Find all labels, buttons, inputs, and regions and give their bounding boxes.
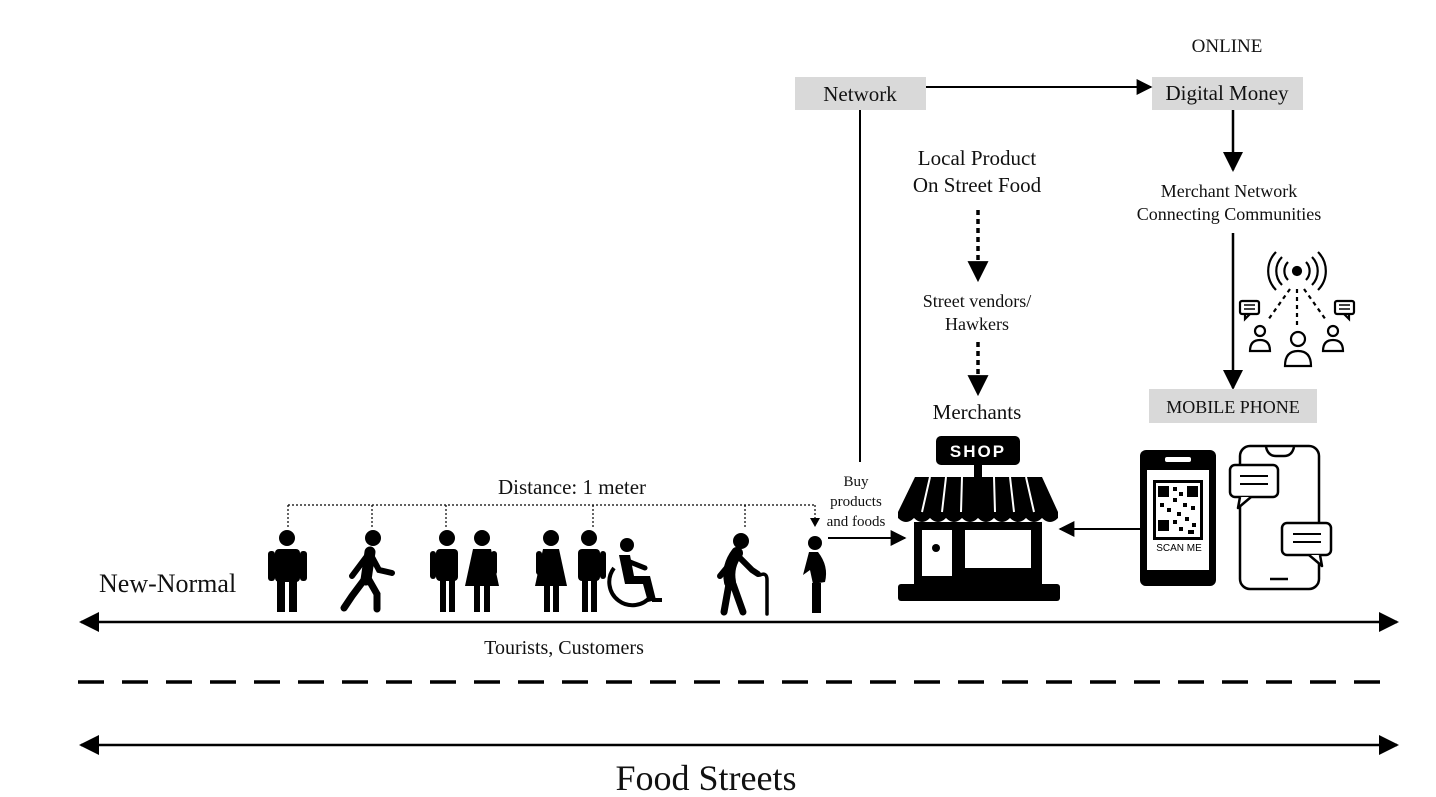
broadcast-community-icon	[1238, 251, 1356, 368]
distance-label: Distance: 1 meter	[498, 475, 646, 499]
couple-icon	[430, 530, 499, 612]
street-vendors-label-line2: Hawkers	[945, 314, 1009, 334]
person-standing-icon	[268, 530, 307, 612]
scan-me-text: SCAN ME	[1156, 543, 1202, 554]
shop-sign-text: SHOP	[950, 442, 1006, 461]
pregnant-woman-icon	[803, 536, 827, 613]
distance-bracket	[287, 504, 816, 528]
elderly-person-cane-icon	[717, 533, 769, 616]
couple-icon	[535, 530, 606, 612]
online-label: ONLINE	[1192, 36, 1263, 57]
mobile-phone-box	[1149, 389, 1317, 423]
local-product-label-line2: On Street Food	[913, 173, 1042, 197]
merchant-network-label-line2: Connecting Communities	[1137, 204, 1322, 224]
local-product-label-line1: Local Product	[918, 146, 1037, 170]
buy-label-line1: Buy	[843, 474, 869, 490]
smartphone-chat-icon	[1228, 444, 1333, 591]
digital-money-box	[1152, 77, 1303, 110]
wheelchair-user-icon	[607, 538, 662, 608]
new-normal-label: New-Normal	[99, 569, 236, 598]
merchants-label: Merchants	[933, 400, 1022, 424]
food-streets-title: Food Streets	[615, 758, 796, 797]
buy-label-line2: products	[830, 494, 882, 510]
network-label: Network	[823, 82, 897, 106]
street-vendors-label-line1: Street vendors/	[923, 291, 1031, 311]
buy-label-line3: and foods	[827, 514, 886, 530]
tourists-customers-label: Tourists, Customers	[484, 637, 644, 659]
digital-money-label: Digital Money	[1165, 81, 1289, 105]
distance-bracket-end-arrow	[810, 518, 820, 527]
qr-code-phone-icon: SCAN ME	[1140, 450, 1216, 586]
mobile-phone-label: MOBILE PHONE	[1166, 397, 1300, 417]
merchant-network-label-line1: Merchant Network	[1161, 181, 1297, 201]
shop-icon: SHOP	[898, 436, 1060, 601]
person-walking-icon	[340, 530, 395, 613]
network-box	[795, 77, 926, 110]
